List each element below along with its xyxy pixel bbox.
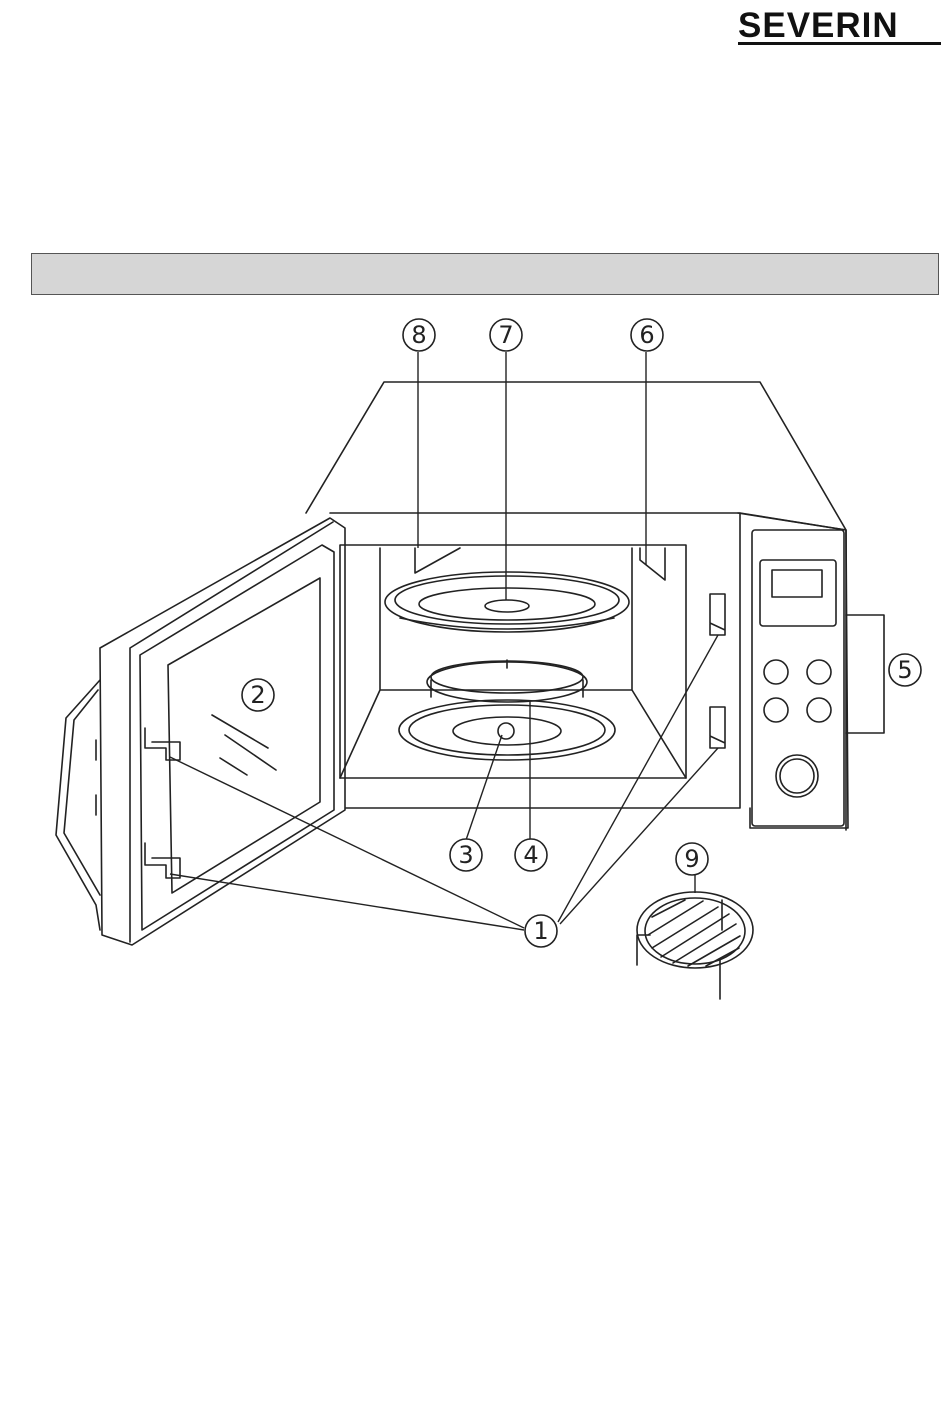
- callout-8: 8: [411, 321, 426, 349]
- waveguide-cover-right: [640, 548, 665, 580]
- turntable-hub: [498, 723, 514, 739]
- panel-bracket: [846, 615, 884, 733]
- grill-plate-center: [485, 600, 529, 612]
- housing-outline: [306, 382, 846, 830]
- callout-3: 3: [458, 841, 473, 869]
- door-outline: [100, 518, 345, 945]
- door-handle: [56, 680, 100, 930]
- cavity-walls: [340, 548, 686, 778]
- grill-rack: [637, 892, 753, 968]
- latch-upper: [710, 594, 725, 635]
- callout-7: 7: [498, 321, 513, 349]
- callout-2: 2: [250, 681, 265, 709]
- grill-plate-outer: [385, 572, 629, 632]
- waveguide-cover-left: [415, 548, 460, 573]
- door-glass-marks: [212, 715, 276, 775]
- latch-lower: [710, 707, 725, 748]
- callout-5: 5: [897, 656, 912, 684]
- door-hook-upper: [145, 728, 180, 760]
- leader-3: [466, 735, 502, 840]
- turntable-outer: [399, 700, 615, 760]
- callout-4: 4: [523, 841, 538, 869]
- door-hook-lower: [145, 843, 180, 878]
- control-knob: [776, 755, 818, 797]
- callout-9: 9: [684, 845, 699, 873]
- callout-1: 1: [533, 917, 548, 945]
- cavity-frame: [330, 513, 740, 808]
- callout-6: 6: [639, 321, 654, 349]
